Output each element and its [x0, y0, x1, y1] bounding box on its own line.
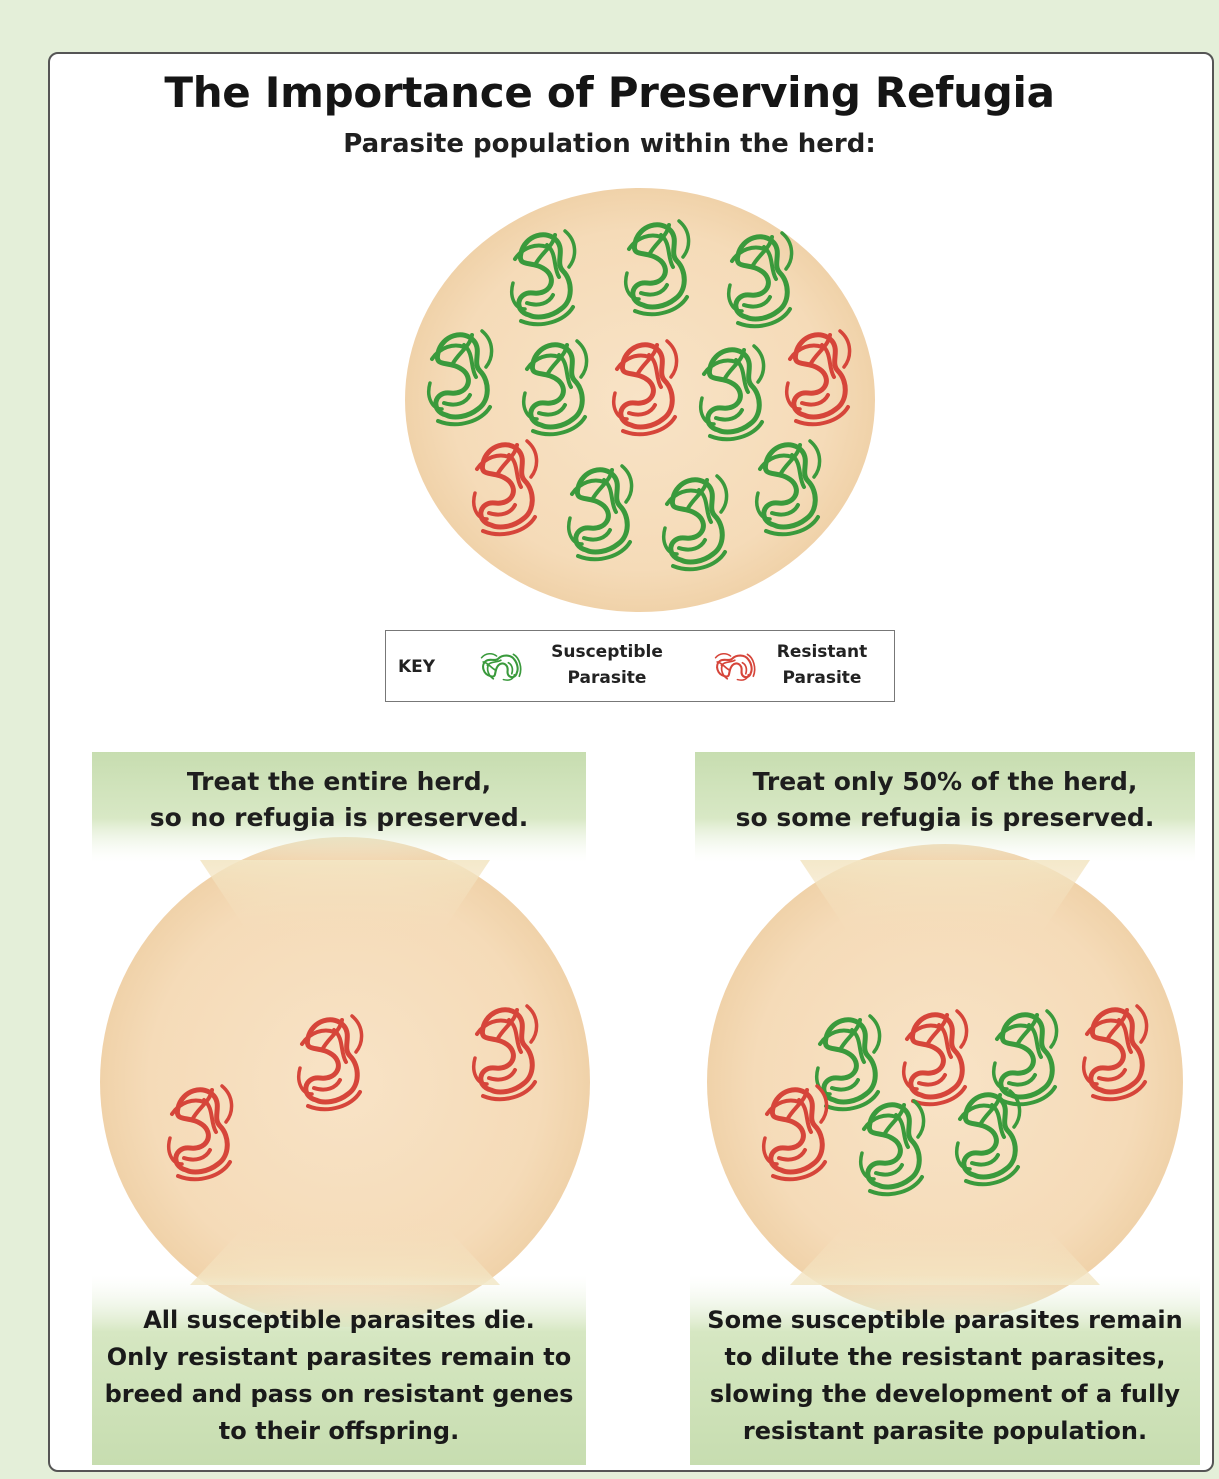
left-outcome: All susceptible parasites die. Only resi… — [82, 1302, 596, 1450]
left-outcome-line2: Only resistant parasites remain to — [82, 1339, 596, 1376]
right-outcome-line3: slowing the development of a fully — [682, 1376, 1208, 1413]
right-outcome-line1: Some susceptible parasites remain — [682, 1302, 1208, 1339]
left-outcome-line3: breed and pass on resistant genes — [82, 1376, 596, 1413]
left-heading-line2: so no refugia is preserved. — [92, 800, 586, 836]
left-outcome-line1: All susceptible parasites die. — [82, 1302, 596, 1339]
green-worm-icon — [464, 641, 536, 693]
key-resistant-line2: Parasite — [762, 665, 882, 691]
key-label: KEY — [398, 657, 435, 677]
key-susceptible-line1: Susceptible — [542, 639, 672, 665]
right-heading: Treat only 50% of the herd, so some refu… — [695, 764, 1195, 836]
right-heading-line1: Treat only 50% of the herd, — [695, 764, 1195, 800]
page-title: The Importance of Preserving Refugia — [0, 68, 1219, 117]
key-resistant-line1: Resistant — [762, 639, 882, 665]
right-outcome-line2: to dilute the resistant parasites, — [682, 1339, 1208, 1376]
left-heading-line1: Treat the entire herd, — [92, 764, 586, 800]
page-subtitle: Parasite population within the herd: — [0, 129, 1219, 159]
red-worm-icon — [698, 641, 770, 693]
legend-key: KEY Susceptible Parasite Resistant Paras… — [385, 630, 895, 702]
right-outcome: Some susceptible parasites remain to dil… — [682, 1302, 1208, 1450]
key-susceptible-line2: Parasite — [542, 665, 672, 691]
left-outcome-line4: to their offspring. — [82, 1413, 596, 1450]
right-heading-line2: so some refugia is preserved. — [695, 800, 1195, 836]
left-heading: Treat the entire herd, so no refugia is … — [92, 764, 586, 836]
right-outcome-line4: resistant parasite population. — [682, 1413, 1208, 1450]
